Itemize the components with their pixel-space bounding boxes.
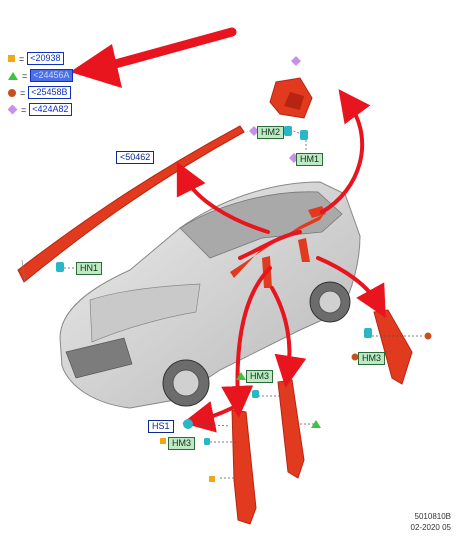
arrows <box>176 89 386 433</box>
circle-icon <box>8 88 16 97</box>
callout-hm3-center[interactable]: HM3 <box>246 370 274 383</box>
callout-hm3-right[interactable]: HM3 <box>358 352 386 365</box>
legend-eq: = <box>21 104 27 115</box>
pillar-right-part <box>373 309 413 385</box>
legend-code-triangle[interactable]: <24456A <box>30 69 73 82</box>
legend-row-circle: = <25458B <box>8 84 73 101</box>
callout-hm1[interactable]: HM1 <box>296 153 324 166</box>
legend: = <20938 = <24456A = <25458B = <424A82 <box>7 50 73 118</box>
square-icon <box>8 55 15 62</box>
callout-hn1[interactable]: HN1 <box>76 262 103 275</box>
legend-eq: = <box>20 87 26 98</box>
triangle-icon <box>8 71 18 80</box>
diamond-icon <box>7 104 18 115</box>
callout-part-number[interactable]: <50462 <box>116 151 155 164</box>
callout-hs1[interactable]: HS1 <box>148 420 174 433</box>
legend-eq: = <box>19 53 25 64</box>
fasteners <box>56 56 432 482</box>
spoiler-part <box>269 77 313 119</box>
callout-hm3-left[interactable]: HM3 <box>168 437 196 450</box>
pillar-center-part <box>277 379 305 479</box>
callout-hm2[interactable]: HM2 <box>257 126 285 139</box>
footer-code: 5010810B <box>414 512 451 521</box>
legend-code-square[interactable]: <20938 <box>27 52 64 65</box>
legend-row-square: = <20938 <box>8 50 73 67</box>
pillar-left-part <box>231 409 257 525</box>
legend-row-diamond: = <424A82 <box>7 101 73 118</box>
pointer-arrow <box>70 27 237 88</box>
footer-date: 02-2020 05 <box>410 523 451 532</box>
legend-code-diamond[interactable]: <424A82 <box>29 103 72 116</box>
legend-row-triangle: = <24456A <box>8 67 73 84</box>
roof-molding-part <box>17 125 245 283</box>
legend-eq: = <box>22 70 28 81</box>
legend-code-circle[interactable]: <25458B <box>28 86 71 99</box>
